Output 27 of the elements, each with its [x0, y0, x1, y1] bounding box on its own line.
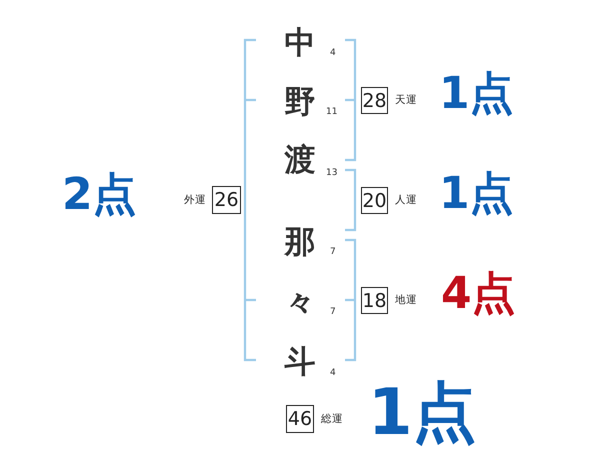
score-text: 2点	[62, 173, 137, 217]
stroke-count: 4	[330, 48, 336, 58]
score-text: 1点	[439, 72, 514, 116]
number-box: 26	[212, 186, 241, 214]
fortune-label: 総運	[321, 414, 343, 424]
name-character: 那	[284, 226, 316, 258]
stroke-count: 4	[330, 368, 336, 378]
name-character: 々	[284, 288, 316, 318]
stroke-count: 7	[330, 308, 336, 316]
score-text: 4点	[441, 272, 516, 316]
fortune-label: 地運	[395, 295, 417, 306]
score-text: 1点	[368, 381, 477, 445]
number-box: 20	[361, 187, 388, 214]
number-box: 46	[286, 405, 314, 433]
stroke-count: 7	[330, 248, 336, 256]
stroke-count: 13	[326, 168, 338, 178]
number-box: 18	[361, 287, 388, 314]
fortune-label: 天運	[395, 95, 417, 106]
number-box: 28	[361, 87, 388, 114]
name-character: 斗	[284, 346, 316, 378]
fortune-label: 人運	[395, 195, 417, 206]
name-character: 中	[284, 28, 316, 58]
name-character: 渡	[284, 144, 316, 176]
name-character: 野	[284, 86, 316, 118]
score-text: 1点	[439, 172, 514, 216]
fortune-label: 外運	[184, 195, 206, 206]
stroke-count: 11	[326, 108, 338, 116]
